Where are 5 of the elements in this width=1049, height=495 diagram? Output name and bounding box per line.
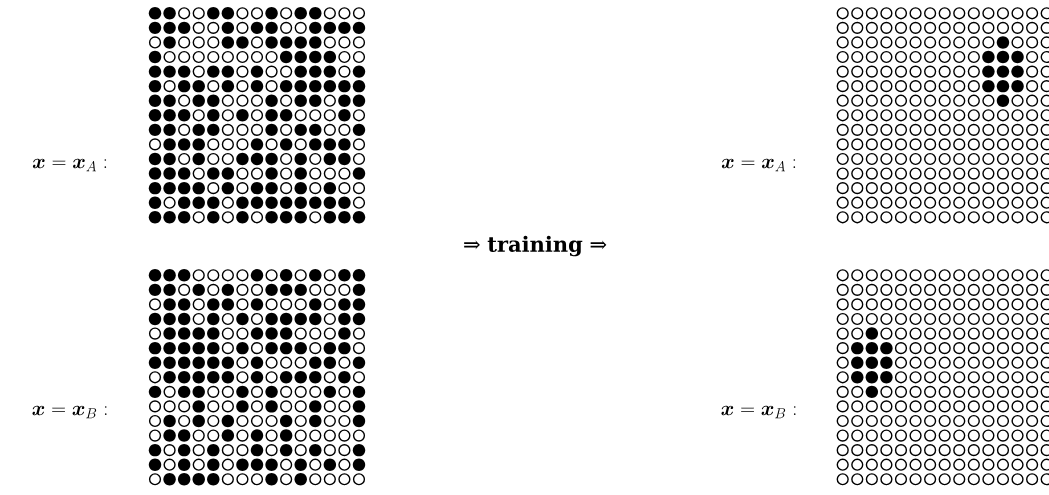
step-label: ⇒ training ⇒ — [464, 235, 607, 257]
formula-label: $\boldsymbol{x}=\boldsymbol{x}_B:$ — [721, 405, 796, 419]
formula-label: $\boldsymbol{x}=\boldsymbol{x}_A:$ — [721, 158, 796, 172]
formula-label: $\boldsymbol{x}=\boldsymbol{x}_A:$ — [32, 158, 107, 172]
formula-label: $\boldsymbol{x}=\boldsymbol{x}_B:$ — [32, 405, 107, 419]
